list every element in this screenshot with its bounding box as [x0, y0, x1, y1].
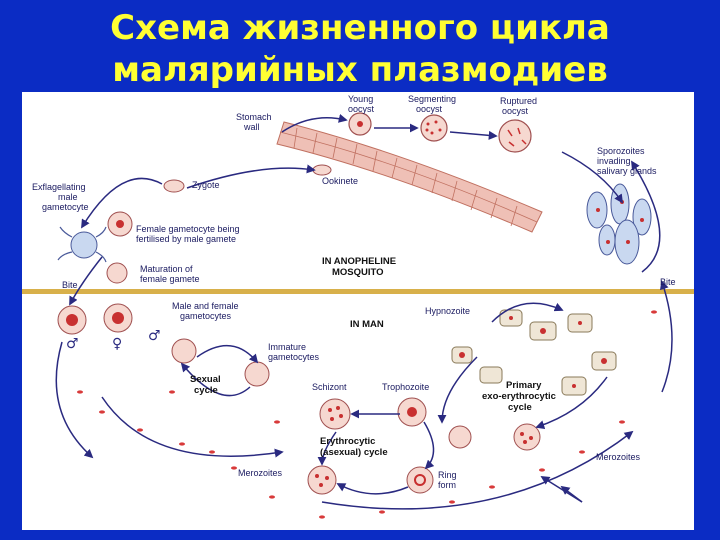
label-sexual-1: Sexual: [190, 374, 221, 385]
label-merozoites-right: Merozoites: [596, 452, 641, 462]
label-primary-3: cycle: [508, 402, 532, 413]
immature-gametocyte: [171, 338, 197, 364]
male-symbol-2: ♂: [148, 328, 161, 344]
schizont: [319, 398, 351, 430]
label-zygote: Zygote: [192, 180, 220, 190]
exflagellating-gametocyte: [57, 226, 107, 263]
merozoite-cell-right: [448, 425, 472, 449]
label-hypnozoite: Hypnozoite: [425, 306, 470, 316]
label-male-female-1: Male and female: [172, 301, 239, 311]
label-young-oocyst-1: Young: [348, 94, 373, 104]
label-sporozoites-2: invading: [597, 156, 631, 166]
label-immature-1: Immature: [268, 342, 306, 352]
label-female-fertilised-2: fertilised by male gamete: [136, 234, 236, 244]
male-symbol: ♂: [66, 336, 79, 352]
label-erythrocytic-1: Erythrocytic: [320, 436, 375, 447]
ruptured-oocyst: [498, 119, 532, 153]
ring-form: [406, 466, 434, 494]
label-sporozoites-3: salivary glands: [597, 166, 657, 176]
label-ruptured-oocyst-1: Ruptured: [500, 96, 537, 106]
ookinete: [312, 164, 332, 176]
label-female-fertilised-1: Female gametocyte being: [136, 224, 240, 234]
slide-title-line-1: Схема жизненного цикла: [110, 8, 610, 48]
label-erythrocytic-2: (asexual) cycle: [320, 447, 388, 458]
label-bite-left: Bite: [62, 280, 78, 290]
label-immature-2: gametocytes: [268, 352, 320, 362]
label-primary-1: Primary: [506, 380, 542, 391]
label-segmenting-oocyst-2: oocyst: [416, 104, 443, 114]
label-schizont: Schizont: [312, 382, 347, 392]
outer-bottom-arrow: [321, 430, 634, 510]
stomach-wall: [276, 121, 543, 233]
mosquito-man-divider: [22, 289, 694, 294]
label-ring-2: form: [438, 480, 456, 490]
sporozoite-arrow: [561, 151, 623, 204]
segmenting-to-ruptured-arrow: [449, 130, 498, 140]
label-trophozoite: Trophozoite: [382, 382, 429, 392]
sexual-cycle-arrow: [196, 344, 259, 364]
labels: Young oocyst Segmenting oocyst Ruptured …: [32, 94, 676, 490]
salivary-glands: [586, 183, 652, 265]
label-young-oocyst-2: oocyst: [348, 104, 375, 114]
merozoites-cell: [307, 465, 337, 495]
label-stomach-wall-2: wall: [243, 122, 260, 132]
label-maturation-1: Maturation of: [140, 264, 193, 274]
merozoite-dots: [77, 310, 657, 519]
immature-gametocyte-2: [244, 361, 270, 387]
label-bite-right: Bite: [660, 277, 676, 287]
outer-left-arrow: [101, 396, 284, 458]
label-ruptured-oocyst-2: oocyst: [502, 106, 529, 116]
label-exflagellating-1: Exflagellating: [32, 182, 86, 192]
label-exflagellating-3: gametocyte: [42, 202, 89, 212]
life-cycle-diagram: Young oocyst Segmenting oocyst Ruptured …: [22, 92, 694, 530]
label-male-female-2: gametocytes: [180, 311, 232, 321]
trophozoite-to-schizont-arrow: [423, 421, 435, 470]
label-sexual-2: cycle: [194, 385, 218, 396]
label-mosquito: MOSQUITO: [332, 267, 384, 278]
female-gamete: [106, 262, 128, 284]
segmenting-oocyst: [420, 114, 448, 142]
label-ring-1: Ring: [438, 470, 457, 480]
label-primary-2: exo-erythrocytic: [482, 391, 556, 402]
label-sporozoites-1: Sporozoites: [597, 146, 645, 156]
bite-right-up-arrow: [660, 280, 673, 393]
label-in-anopheline: IN ANOPHELINE: [322, 256, 396, 267]
label-segmenting-oocyst-1: Segmenting: [408, 94, 456, 104]
female-symbol: ♀: [112, 336, 122, 352]
life-cycle-svg: Young oocyst Segmenting oocyst Ruptured …: [22, 94, 694, 519]
label-merozoites-left: Merozoites: [238, 468, 283, 478]
label-in-man: IN MAN: [350, 319, 384, 330]
label-exflagellating-2: male: [58, 192, 78, 202]
label-maturation-2: female gamete: [140, 274, 200, 284]
zygote: [163, 179, 185, 193]
label-stomach-wall-1: Stomach: [236, 112, 272, 122]
slide-title-line-2: малярийных плазмодиев: [112, 50, 608, 90]
label-ookinete: Ookinete: [322, 176, 358, 186]
cycle-arrows: [55, 113, 673, 510]
zygote-to-ookinete-arrow: [186, 164, 316, 189]
ruptured-liver-cell: [513, 423, 541, 451]
